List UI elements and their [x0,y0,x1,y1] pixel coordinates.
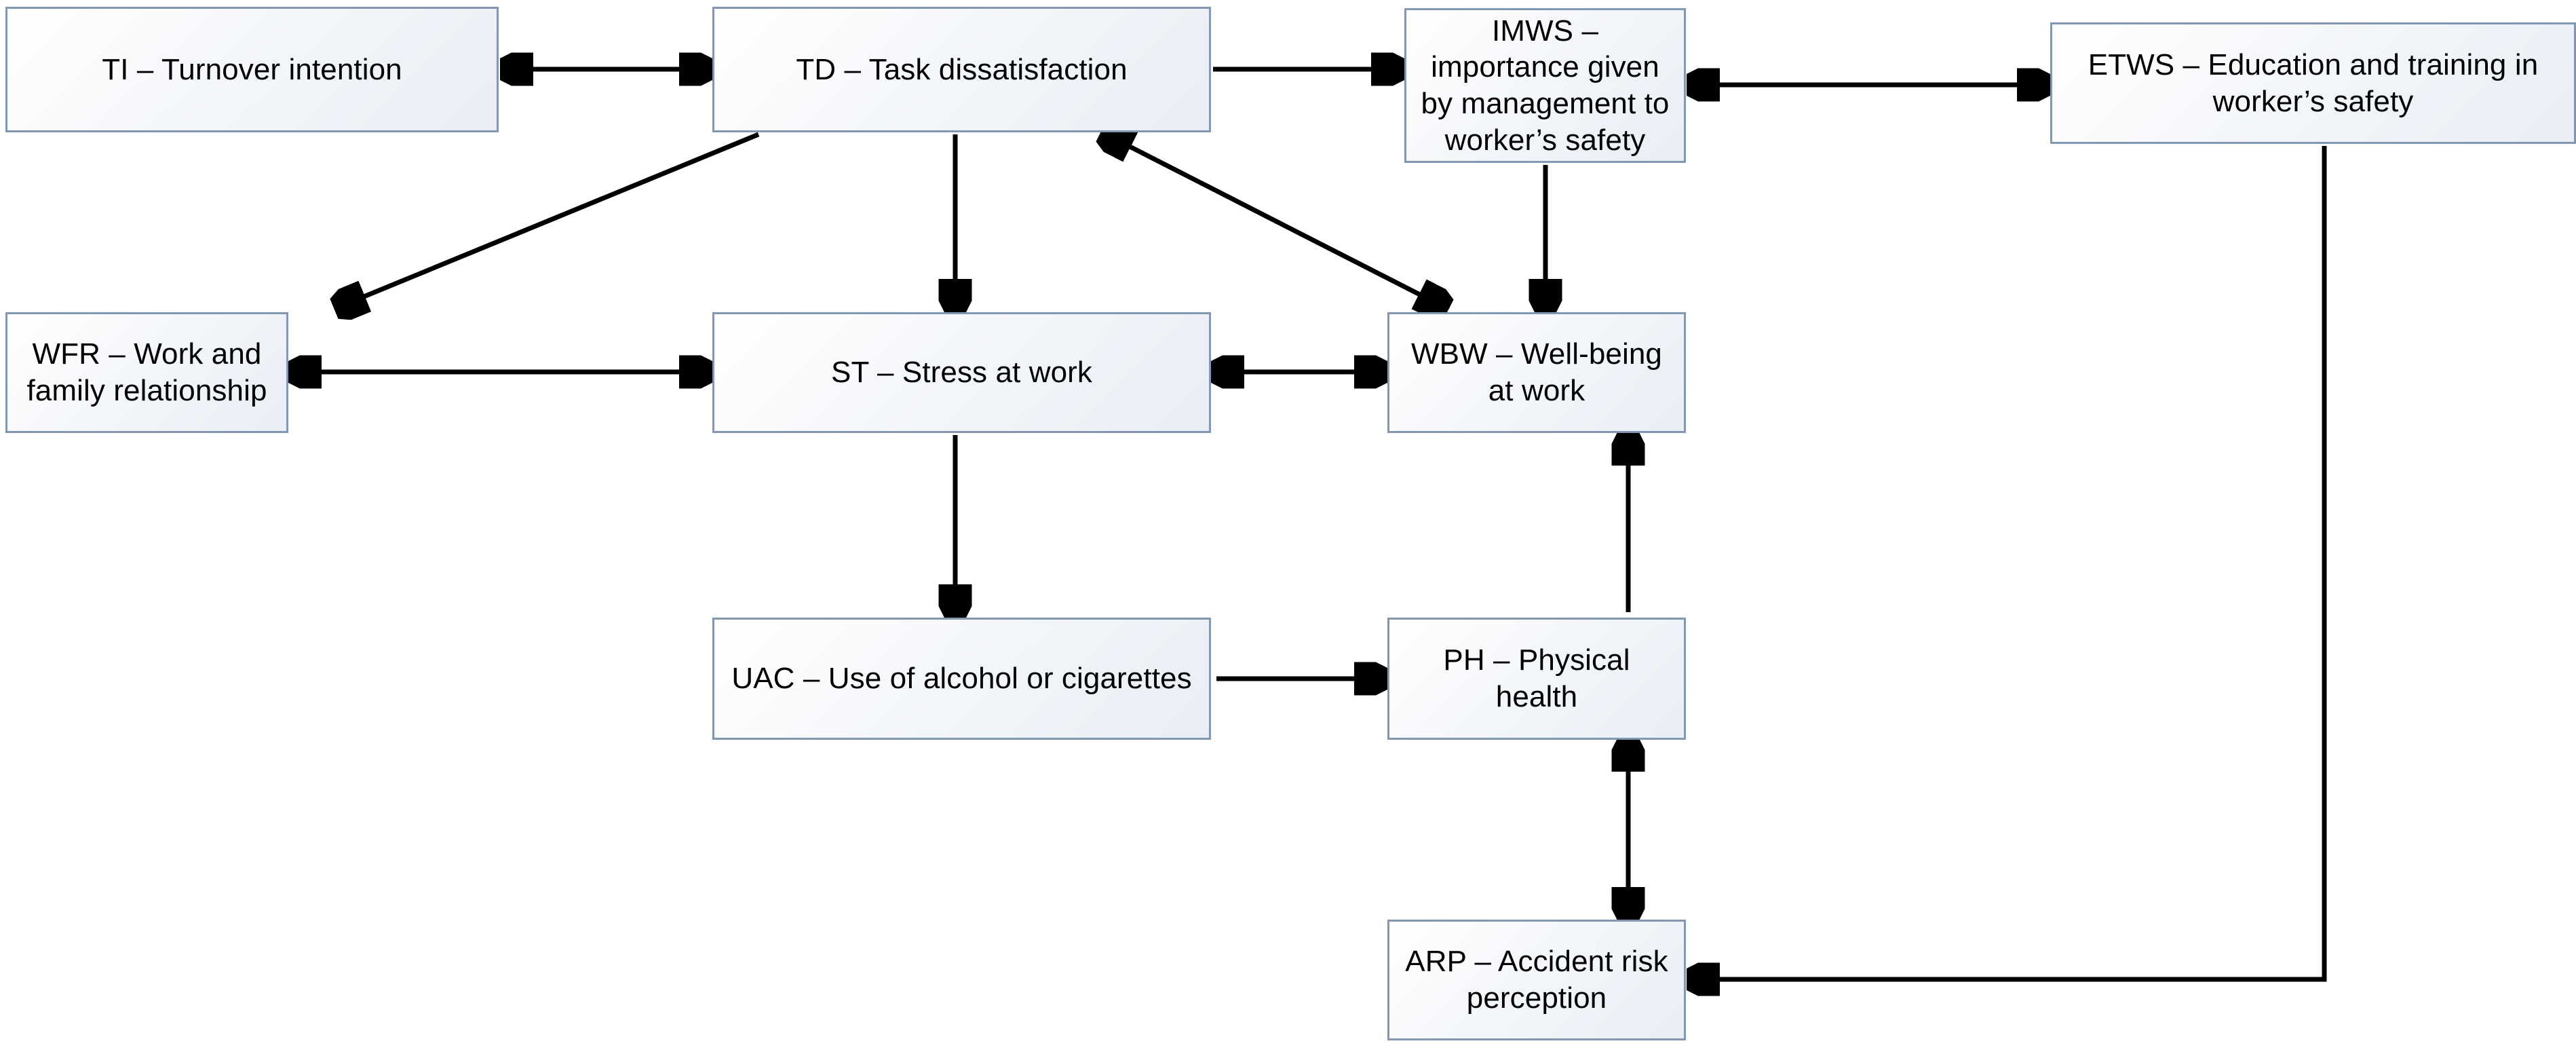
node-ti[interactable]: TI – Turnover intention [5,7,499,132]
node-arp[interactable]: ARP – Accident risk perception [1387,920,1686,1040]
node-imws-label: IMWS – importance given by management to… [1421,14,1670,157]
node-wfr-label: WFR – Work and family relationship [26,337,267,407]
edge-td-wbw [1106,134,1444,307]
node-etws[interactable]: ETWS – Education and training in worker’… [2050,22,2576,144]
node-wfr[interactable]: WFR – Work and family relationship [5,312,288,433]
node-uac-label: UAC – Use of alcohol or cigarettes [731,662,1192,696]
edge-td-wfr [339,132,760,307]
node-imws[interactable]: IMWS – importance given by management to… [1404,8,1686,163]
node-ph[interactable]: PH – Physical health [1387,618,1686,740]
node-wbw[interactable]: WBW – Well-being at work [1387,312,1686,433]
node-ti-label: TI – Turnover intention [102,52,402,86]
node-uac[interactable]: UAC – Use of alcohol or cigarettes [712,618,1211,740]
node-st-label: ST – Stress at work [831,356,1092,390]
node-td-label: TD – Task dissatisfaction [796,52,1128,86]
node-etws-label: ETWS – Education and training in worker’… [2088,48,2539,118]
node-td[interactable]: TD – Task dissatisfaction [712,7,1211,132]
node-wbw-label: WBW – Well-being at work [1411,337,1662,407]
node-st[interactable]: ST – Stress at work [712,312,1211,433]
node-arp-label: ARP – Accident risk perception [1405,945,1668,1015]
node-ph-label: PH – Physical health [1443,643,1630,713]
edge-etws-arp [1692,146,2327,979]
